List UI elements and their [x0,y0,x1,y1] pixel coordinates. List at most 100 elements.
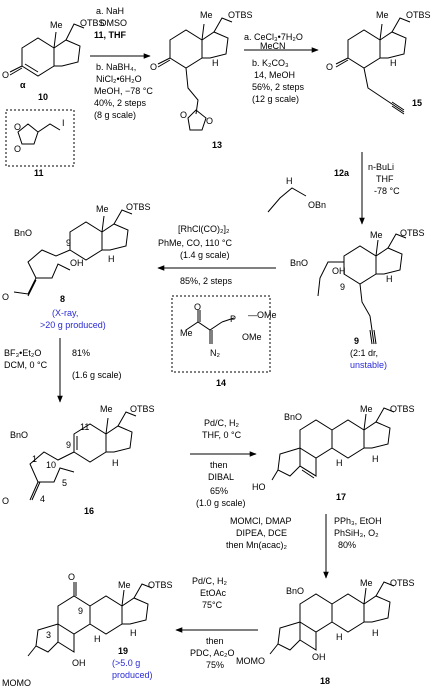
svg-text:MeOH, −78 °C: MeOH, −78 °C [94,86,153,96]
svg-text:O: O [206,116,213,126]
svg-text:EtOAc: EtOAc [200,588,227,598]
svg-text:75%: 75% [206,660,224,670]
label-i: I [62,118,65,128]
svg-text:Me: Me [100,404,113,414]
svg-text:3: 3 [46,630,51,640]
svg-text:Me: Me [360,404,373,414]
svg-text:unstable): unstable) [350,360,387,370]
label-o: O [2,70,9,80]
svg-text:H: H [212,58,219,68]
svg-text:(1.0 g scale): (1.0 g scale) [196,498,246,508]
svg-text:MOMO: MOMO [2,678,31,688]
allene-12a-structure: H OBn [267,176,326,213]
step2-conditions: a. CeCl₃•7H₂O MeCN b. K₂CO₃ 14, MeOH 56%… [244,32,305,104]
compound-label-14: 14 [216,378,226,388]
svg-text:PPh₃, EtOH: PPh₃, EtOH [334,516,382,526]
compound-9-structure: Me OTBS BnO OH H 9 9 (2:1 dr, unstable) [290,228,425,370]
svg-text:H: H [372,628,379,638]
svg-text:OH: OH [70,258,84,268]
svg-text:then: then [206,636,224,646]
svg-text:OH: OH [72,658,86,668]
svg-text:O: O [150,62,157,72]
svg-text:BnO: BnO [290,258,308,268]
svg-text:then Mn(acac)₂: then Mn(acac)₂ [226,540,288,550]
svg-text:Pd/C, H₂: Pd/C, H₂ [192,576,228,586]
svg-text:11, THF: 11, THF [94,30,127,40]
svg-text:a. NaH: a. NaH [96,6,124,16]
svg-text:5: 5 [62,478,67,488]
svg-text:80%: 80% [338,540,356,550]
svg-text:75°C: 75°C [202,600,223,610]
svg-text:>20 g produced): >20 g produced) [40,320,106,330]
svg-text:P: P [230,314,236,324]
compound-label-15: 15 [412,98,422,108]
step1-conditions: a. NaH DMSO 11, THF b. NaBH₄, NiCl₂•6H₂O… [94,6,153,120]
svg-text:H: H [372,454,379,464]
svg-text:DCM, 0 °C: DCM, 0 °C [4,360,48,370]
svg-text:[RhCl(CO)₂]₂: [RhCl(CO)₂]₂ [178,224,230,234]
compound-19-structure: Me OTBS O 9 H H 3 OH MOMO 19 (>5.0 g pro… [2,572,173,688]
svg-text:OH: OH [332,266,346,276]
svg-text:produced): produced) [112,670,153,680]
compound-label-17: 17 [336,492,346,502]
svg-text:DMSO: DMSO [100,18,127,28]
svg-text:1: 1 [32,454,37,464]
svg-text:BnO: BnO [14,228,32,238]
svg-text:OBn: OBn [308,200,326,210]
svg-text:-78 °C: -78 °C [374,186,400,196]
svg-text:(1.4 g scale): (1.4 g scale) [180,250,230,260]
compound-label-13: 13 [212,140,222,150]
step3-conditions: n-BuLi THF -78 °C 12a [334,162,400,196]
svg-text:BF₃•Et₂O: BF₃•Et₂O [4,348,41,358]
svg-text:H: H [390,58,397,68]
compound-13-structure: Me OTBS O H O O 13 [150,10,253,150]
svg-text:PDC, Ac₂O: PDC, Ac₂O [190,648,235,658]
svg-text:O: O [2,496,9,506]
compound-label-8: 8 [60,294,65,304]
svg-text:PhMe, CO, 110 °C: PhMe, CO, 110 °C [158,238,232,248]
svg-text:PhSiH₃, O₂: PhSiH₃, O₂ [334,528,379,538]
svg-text:81%: 81% [72,348,90,358]
svg-text:a. CeCl₃•7H₂O: a. CeCl₃•7H₂O [244,32,303,42]
svg-text:(1.6 g scale): (1.6 g scale) [72,370,122,380]
svg-text:(X-ray,: (X-ray, [52,308,78,318]
step6-conditions: Pd/C, H₂ THF, 0 °C then DIBAL 65% (1.0 g… [196,418,246,508]
svg-text:4: 4 [40,494,45,504]
svg-text:H: H [130,628,137,638]
svg-text:14, MeOH: 14, MeOH [254,70,295,80]
compound-label-10: 10 [38,92,48,102]
svg-text:MOMO: MOMO [236,656,265,666]
svg-text:BnO: BnO [286,586,304,596]
svg-text:56%, 2 steps: 56%, 2 steps [252,82,305,92]
svg-text:NiCl₂•6H₂O: NiCl₂•6H₂O [96,74,142,84]
svg-text:O: O [68,572,75,582]
svg-text:12a: 12a [334,168,350,178]
svg-text:b. NaBH₄,: b. NaBH₄, [96,62,136,72]
label-me: Me [50,20,63,30]
svg-text:Me: Me [118,580,131,590]
label-alpha: α [20,80,26,90]
svg-text:O: O [180,110,187,120]
svg-text:DIPEA, DCE: DIPEA, DCE [236,528,287,538]
svg-text:Me: Me [370,230,383,240]
compound-10-structure: Me OTBS O α 10 [2,18,105,102]
svg-text:Me: Me [180,328,193,338]
svg-text:9: 9 [340,282,345,292]
compound-label-9: 9 [354,336,359,346]
svg-text:HO: HO [252,482,266,492]
compound-16-structure: Me OTBS BnO 11 9 10 1 5 4 H O 16 [2,404,155,516]
compound-15-structure: Me OTBS O H 15 [326,10,431,115]
svg-text:OTBS: OTBS [228,10,253,20]
svg-text:MeCN: MeCN [260,41,286,51]
compound-17-structure: Me OTBS BnO H H HO 17 [252,404,415,502]
svg-text:H: H [336,632,343,642]
svg-text:65%: 65% [210,486,228,496]
reagent-14-box: O Me OTBS —OMe OMe P N₂ 14 [171,295,277,388]
svg-text:H: H [336,458,343,468]
compound-label-11: 11 [34,168,44,178]
label-o: O [14,122,21,132]
svg-text:Pd/C, H₂: Pd/C, H₂ [204,418,240,428]
svg-text:H: H [108,254,115,264]
svg-text:(8 g scale): (8 g scale) [94,110,136,120]
svg-text:OTBS: OTBS [126,202,151,212]
